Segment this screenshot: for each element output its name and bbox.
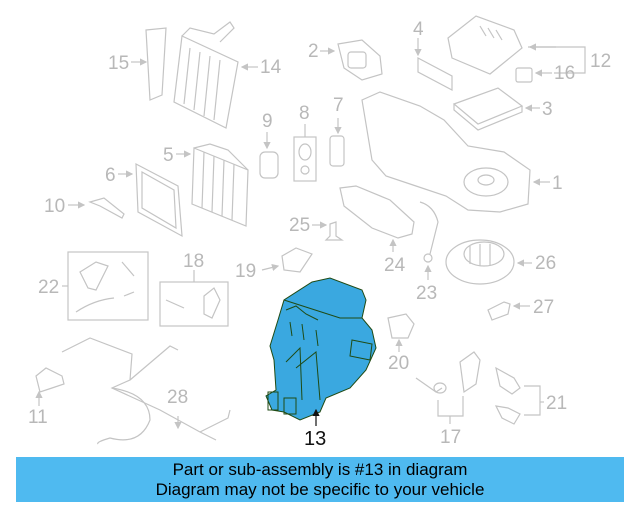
- part-24-duct: [339, 185, 415, 252]
- part-5-evaporator: [176, 143, 249, 227]
- part-11-sensor: [35, 367, 65, 406]
- callout-27[interactable]: 27: [533, 297, 555, 318]
- callout-8[interactable]: 8: [299, 103, 310, 124]
- part-23-drain-hose: [419, 201, 439, 280]
- part-10-clip: [68, 197, 125, 219]
- part-4-bracket: [414, 38, 453, 91]
- part-17-actuator-kit: [415, 351, 481, 424]
- callout-15[interactable]: 15: [108, 53, 130, 74]
- part-22-kit-box: [62, 251, 149, 321]
- callout-13-highlighted[interactable]: 13: [304, 428, 327, 450]
- callout-22[interactable]: 22: [38, 277, 60, 298]
- part-14-heater-core: [173, 21, 258, 129]
- callout-12[interactable]: 12: [590, 51, 612, 72]
- callout-7[interactable]: 7: [333, 95, 344, 116]
- callout-2[interactable]: 2: [308, 41, 319, 62]
- callout-16[interactable]: 16: [554, 63, 576, 84]
- banner-disclaimer: Diagram may not be specific to your vehi…: [155, 480, 485, 499]
- part-12-cover: [447, 15, 586, 75]
- callout-26[interactable]: 26: [535, 253, 557, 274]
- banner-part-reference: Part or sub-assembly is #13 in diagram: [172, 460, 468, 479]
- callout-11[interactable]: 11: [28, 407, 48, 428]
- callout-19[interactable]: 19: [235, 261, 257, 282]
- callout-18[interactable]: 18: [183, 251, 205, 272]
- callout-3[interactable]: 3: [542, 99, 553, 120]
- callout-14[interactable]: 14: [260, 57, 282, 78]
- part-20-actuator: [387, 313, 415, 352]
- callout-10[interactable]: 10: [44, 196, 66, 217]
- part-21-actuator-set: [494, 366, 544, 425]
- part-25-fastener: [312, 221, 344, 241]
- callout-4[interactable]: 4: [413, 19, 424, 40]
- part-15-seal-strip: [131, 27, 167, 101]
- part-16-sensor: [515, 67, 552, 83]
- callout-20[interactable]: 20: [388, 353, 410, 374]
- part-27-resistor: [487, 301, 530, 321]
- part-info-banner: Part or sub-assembly is #13 in diagram D…: [16, 457, 624, 502]
- callout-17[interactable]: 17: [440, 427, 462, 448]
- part-28-wiring-harness: [61, 337, 231, 445]
- part-8-gasket-kit: [293, 124, 317, 182]
- callout-5[interactable]: 5: [163, 145, 174, 166]
- callout-28[interactable]: 28: [167, 387, 189, 408]
- callout-6[interactable]: 6: [105, 165, 116, 186]
- part-6-seal-frame: [118, 162, 183, 238]
- callout-1[interactable]: 1: [552, 173, 563, 194]
- callout-21[interactable]: 21: [546, 393, 568, 414]
- part-3-cabin-filter: [452, 87, 540, 131]
- part-19-connector: [261, 247, 313, 273]
- callout-23[interactable]: 23: [416, 283, 438, 304]
- part-26-blower-motor: [445, 239, 532, 285]
- part-9-gasket: [259, 132, 279, 179]
- callout-24[interactable]: 24: [384, 255, 406, 276]
- part-2-seal: [320, 39, 383, 81]
- part-18-kit-box: [159, 270, 229, 327]
- callout-25[interactable]: 25: [289, 215, 311, 236]
- callout-9[interactable]: 9: [262, 111, 273, 132]
- part-1-blower-housing: [362, 92, 550, 213]
- part-13-hvac-case: [265, 277, 377, 421]
- part-7-expansion-valve: [329, 118, 345, 167]
